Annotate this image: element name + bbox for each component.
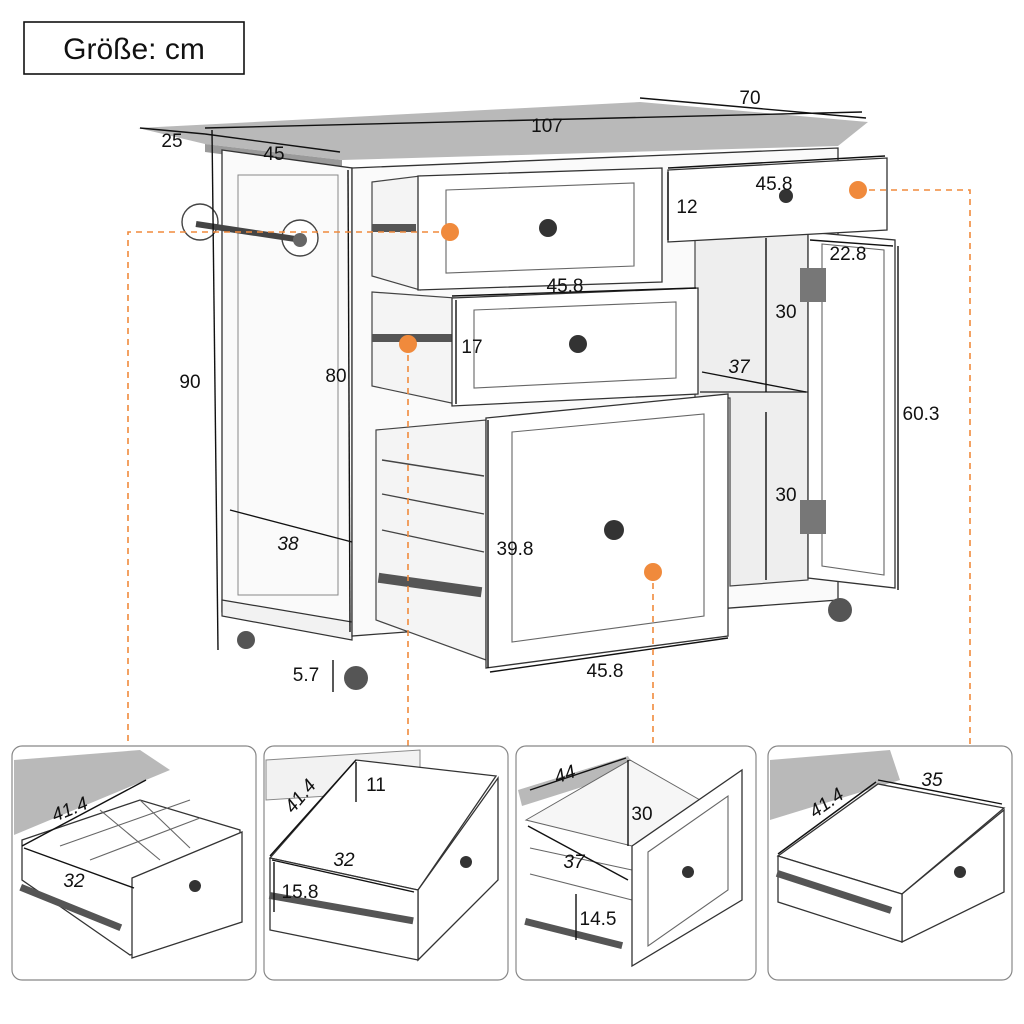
callout-dot-3 bbox=[644, 563, 662, 581]
detail-panel-3: 44 30 37 14.5 bbox=[515, 745, 757, 981]
knob-icon bbox=[954, 866, 966, 878]
dim-cab-height: 60.3 bbox=[903, 404, 940, 425]
dim-top-depth: 70 bbox=[739, 88, 760, 109]
dim-cab-shelf-lower: 30 bbox=[775, 485, 796, 506]
dim-mid-drawer-width: 45.8 bbox=[547, 276, 584, 297]
detail-panel-4: 41.4 35 bbox=[767, 745, 1013, 981]
top-drawer-rail bbox=[372, 224, 416, 232]
callout-line-1 bbox=[127, 231, 450, 746]
dimension-lines bbox=[139, 97, 899, 692]
top-right-knob-icon bbox=[779, 189, 793, 203]
dim-top-drawer-width: 45.8 bbox=[756, 174, 793, 195]
callout-dot-2 bbox=[399, 335, 417, 353]
detail-4-dim-width: 35 bbox=[921, 770, 943, 791]
wheel-icon bbox=[344, 666, 368, 690]
hinge-upper-icon bbox=[800, 268, 826, 302]
left-base bbox=[221, 599, 353, 641]
left-side-inset bbox=[237, 174, 339, 596]
detail-callouts bbox=[127, 181, 971, 746]
dim-mid-drawer-height: 17 bbox=[461, 337, 482, 358]
callout-line-4 bbox=[858, 189, 971, 746]
knob-icon bbox=[189, 880, 201, 892]
cabinet-door bbox=[807, 231, 896, 589]
dim-cab-depth: 37 bbox=[728, 357, 751, 378]
file-rail-3 bbox=[381, 529, 485, 553]
dim-wheel-height: 5.7 bbox=[293, 665, 319, 686]
detail-panel-1: 41.4 32 bbox=[11, 745, 257, 981]
dim-side-depth: 38 bbox=[277, 534, 299, 555]
dim-body-height: 80 bbox=[325, 366, 346, 387]
wheels bbox=[237, 598, 852, 690]
top-drawer-side bbox=[371, 175, 421, 291]
dim-overhang: 25 bbox=[161, 131, 182, 152]
file-rail-2 bbox=[381, 493, 485, 515]
detail-1-dim-width: 32 bbox=[63, 871, 85, 892]
detail-panel-2: 41.4 11 32 15.8 bbox=[263, 745, 509, 981]
bottom-drawer-rail bbox=[377, 572, 483, 598]
top-left-drawer-panel bbox=[445, 182, 635, 274]
dimension-labels: 70 107 25 45 45.8 12 22.8 30 60.3 37 30 … bbox=[161, 88, 939, 686]
size-label-text: Größe: cm bbox=[63, 33, 205, 66]
size-label: Größe: cm bbox=[23, 21, 245, 75]
knob-icon bbox=[460, 856, 472, 868]
callout-dot-1 bbox=[441, 223, 459, 241]
top-right-drawer bbox=[667, 157, 888, 243]
dim-door-width: 22.8 bbox=[830, 244, 867, 265]
file-rail-1 bbox=[381, 459, 485, 477]
bottom-knob-icon bbox=[604, 520, 624, 540]
dim-cab-shelf-upper: 30 bbox=[775, 302, 796, 323]
kitchen-island bbox=[138, 102, 896, 690]
cabinet-door-panel bbox=[821, 243, 885, 576]
middle-drawer-panel bbox=[473, 301, 677, 389]
dim-top-width: 107 bbox=[531, 116, 563, 137]
dim-total-height: 90 bbox=[179, 372, 200, 393]
detail-2-dim-height: 11 bbox=[366, 775, 386, 796]
wheel-icon bbox=[237, 631, 255, 649]
detail-3-dim-side: 14.5 bbox=[580, 909, 617, 930]
dim-bottom-drawer-height: 39.8 bbox=[497, 539, 534, 560]
detail-3-dim-width: 37 bbox=[563, 852, 586, 873]
dim-body-depth: 45 bbox=[263, 144, 284, 165]
dim-bottom-drawer-width: 45.8 bbox=[587, 661, 624, 682]
detail-3-dim-height: 30 bbox=[631, 804, 652, 825]
wheel-icon bbox=[828, 598, 852, 622]
dim-top-drawer-height: 12 bbox=[676, 197, 697, 218]
top-left-knob-icon bbox=[539, 219, 557, 237]
hinge-lower-icon bbox=[800, 500, 826, 534]
middle-knob-icon bbox=[569, 335, 587, 353]
left-side-panel bbox=[221, 149, 353, 637]
detail-2-dim-side: 15.8 bbox=[282, 882, 319, 903]
detail-2-dim-width: 32 bbox=[333, 850, 355, 871]
knob-icon bbox=[682, 866, 694, 878]
callout-dot-4 bbox=[849, 181, 867, 199]
bottom-drawer-panel bbox=[511, 413, 705, 643]
